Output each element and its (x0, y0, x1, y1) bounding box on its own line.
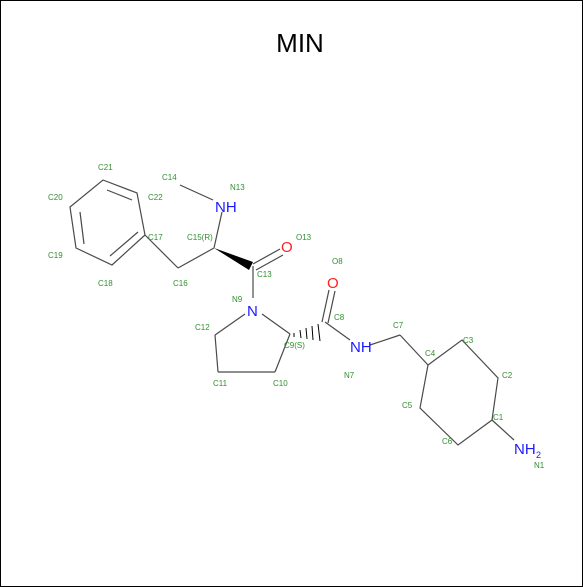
bond-lines (69, 179, 515, 446)
atom-label-c15: C15(R) (187, 233, 213, 242)
atom-label-c22: C22 (148, 193, 163, 202)
atom-label-c20: C20 (48, 193, 63, 202)
atom-label-c21: C21 (98, 163, 113, 172)
carbonyl-oxygen-label: O (281, 239, 293, 256)
atom-label-c1: C1 (493, 413, 504, 422)
heteroatom-labels: NH O O N NH NH 2 (215, 199, 541, 460)
atom-label-c3: C3 (463, 336, 474, 345)
atom-index-labels: C21 C20 C22 C19 C17 C18 C16 C14 N13 C15(… (48, 163, 545, 470)
atom-label-n1: N1 (534, 461, 545, 470)
atom-label-c8: C8 (334, 313, 345, 322)
atom-label-c13: C13 (257, 270, 272, 279)
atom-label-c11: C11 (213, 379, 228, 388)
atom-label-n13: N13 (230, 183, 245, 192)
atom-label-c10: C10 (273, 379, 288, 388)
amide-oxygen-label: O (327, 275, 339, 292)
atom-label-o13: O13 (296, 233, 312, 242)
atom-label-c9: C9(S) (284, 341, 305, 350)
primary-amine-subscript: 2 (536, 450, 541, 460)
atom-label-c2: C2 (502, 371, 513, 380)
ring-nitrogen-label: N (247, 303, 258, 320)
atom-label-o8: O8 (332, 257, 343, 266)
atom-label-c5: C5 (402, 401, 413, 410)
atom-label-c18: C18 (98, 279, 113, 288)
atom-label-c12: C12 (195, 323, 210, 332)
atom-label-c19: C19 (48, 251, 63, 260)
atom-label-c4: C4 (425, 349, 436, 358)
atom-label-c14: C14 (162, 173, 177, 182)
diagram-title: MIN (276, 28, 324, 58)
atom-label-c16: C16 (173, 279, 188, 288)
atom-label-n9: N9 (232, 295, 243, 304)
atom-label-c7: C7 (393, 321, 404, 330)
atom-label-n7: N7 (344, 371, 355, 380)
atom-label-c17: C17 (148, 233, 163, 242)
primary-amine-label: NH (514, 441, 536, 458)
amine-nh-label: NH (215, 199, 237, 216)
amide-nh-label: NH (350, 339, 372, 356)
atom-label-c6: C6 (442, 437, 453, 446)
